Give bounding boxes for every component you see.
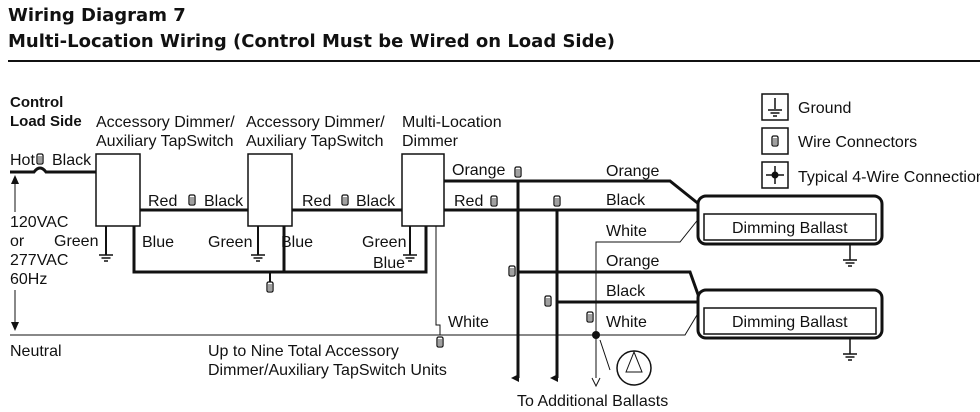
white-neutral-label: White [448,314,489,331]
ballast-1-label-box [703,213,877,241]
orange-connector-icon [514,166,522,178]
accessory-dimmer-1 [95,153,141,227]
ml-orange-label: Orange [452,162,505,179]
voltage-or-label: or [10,233,25,250]
legend-ground-label: Ground [798,100,851,117]
hot-wire [10,166,96,174]
green-label-2: Green [208,234,252,251]
hot-label: Hot [10,152,35,169]
acc2-label-2: Auxiliary TapSwitch [246,133,384,150]
b2-orange-wire [518,270,702,301]
multi-location-dimmer [401,153,445,227]
b1-black-label: Black [606,192,646,209]
link-connector-2-icon [341,194,349,206]
ground-icon [98,254,114,262]
link-connector-1-icon [188,194,196,206]
title-divider [8,60,980,62]
green-left-label: Green [54,233,98,250]
b1-white-label: White [606,223,647,240]
b2-orange-connector-icon [508,265,516,277]
accessory-dimmer-2 [247,153,293,227]
blue-bus-wire [132,226,428,274]
ml-white-wire [435,226,441,335]
acc1-label-2: Auxiliary TapSwitch [96,133,234,150]
voltage-277-label: 277VAC [10,252,68,269]
b1-white-wire [595,216,701,250]
red-label-2: Red [302,193,331,210]
acc1-label-1: Accessory Dimmer/ [96,114,235,131]
red-connector-icon [490,195,498,207]
ml-red-label: Red [454,193,483,210]
ground-icon [250,254,266,262]
b1-orange-label: Orange [606,163,659,180]
voltage-arrowhead-down [11,322,19,331]
note-up-to-1: Up to Nine Total Accessory [208,343,399,360]
b2-white-label: White [606,314,647,331]
blue-label-2: Blue [281,234,313,251]
load-side-label: Load Side [10,113,82,130]
b2-black-label: Black [606,283,646,300]
ml-label-2: Dimmer [402,133,459,150]
ground-icon [842,259,858,267]
white-bus-connector-icon [586,311,594,323]
blue-label-3: Blue [373,255,405,272]
b2-white-wire [596,309,701,336]
legend-four-wire-label: Typical 4-Wire Connection [798,169,980,186]
note-up-to-2: Dimmer/Auxiliary TapSwitch Units [208,362,447,379]
ballast-2-label: Dimming Ballast [732,314,848,331]
b2-orange-label: Orange [606,253,659,270]
page-title: Wiring Diagram 7 [8,5,186,26]
green-label-3: Green [362,234,406,251]
four-wire-icon [771,171,779,179]
note-additional-ballasts: To Additional Ballasts [517,393,668,410]
blue-connector-icon [266,281,274,293]
acc2-label-1: Accessory Dimmer/ [246,114,385,131]
ml-label-1: Multi-Location [402,114,502,131]
red-label-1: Red [148,193,177,210]
legend-connectors-label: Wire Connectors [798,134,917,151]
hot-black-label: Black [52,152,92,169]
neutral-label: Neutral [10,343,62,360]
wire-nut-callout-icon [625,350,643,373]
four-wire-junction-dot [592,331,600,339]
white-bus-arrowhead [591,377,601,388]
ballast-2-label-box [703,307,877,335]
page-subtitle: Multi-Location Wiring (Control Must be W… [8,31,615,52]
b2-black-connector-icon [544,295,552,307]
ballast-1-label: Dimming Ballast [732,220,848,237]
ground-icon [402,254,418,262]
voltage-arrowhead-up [11,175,19,184]
blue-label-1: Blue [142,234,174,251]
voltage-120-label: 120VAC [10,214,68,231]
b1-black-connector-icon [553,195,561,207]
control-label: Control [10,94,63,111]
frequency-label: 60Hz [10,271,47,288]
hot-connector-icon [36,153,44,165]
wire-connector-icon [771,135,779,147]
b1-orange-wire [518,179,701,207]
black-label-2: Black [356,193,396,210]
neutral-connector-icon [436,336,444,348]
black-label-1: Black [204,193,244,210]
callout-leader [599,339,611,371]
ground-icon [842,353,858,361]
